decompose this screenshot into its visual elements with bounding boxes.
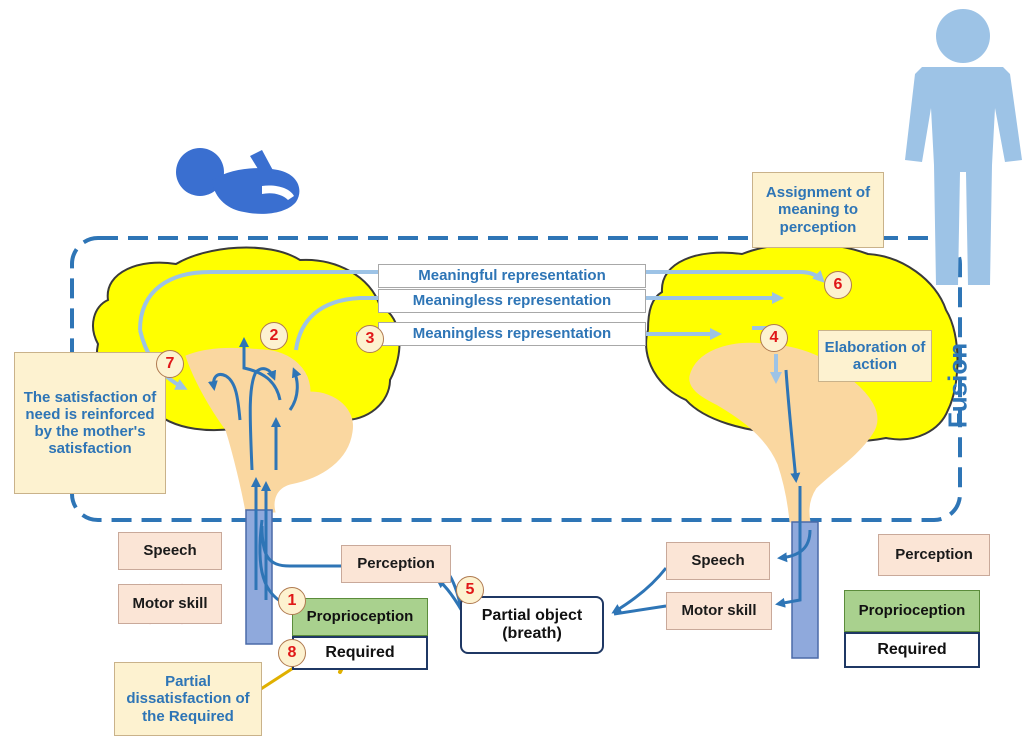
- satisfaction-note: The satisfaction of need is reinforced b…: [14, 352, 166, 494]
- assignment-of-meaning-note: Assignment of meaning to perception: [752, 172, 884, 248]
- elaboration-of-action-note: Elaboration of action: [818, 330, 932, 382]
- baby-figure-icon: [176, 148, 300, 214]
- right-speech-box: Speech: [666, 542, 770, 580]
- fusion-label: Fusion: [942, 342, 973, 429]
- right-required-box: Required: [844, 632, 980, 668]
- right-perception-box: Perception: [878, 534, 990, 576]
- step-marker-5: 5: [456, 576, 484, 604]
- step-marker-8: 8: [278, 639, 306, 667]
- dark-arrows-left: [207, 337, 468, 619]
- right-column: [791, 521, 819, 659]
- meaningless-representation-label-1: Meaningless representation: [378, 289, 646, 313]
- right-proprioception-box: Proprioception: [844, 590, 980, 632]
- right-brain: [645, 242, 959, 523]
- step-marker-3: 3: [356, 325, 384, 353]
- meaningful-representation-label: Meaningful representation: [378, 264, 646, 288]
- right-motor-skill-box: Motor skill: [666, 592, 772, 630]
- left-motor-skill-box: Motor skill: [118, 584, 222, 624]
- step-marker-1: 1: [278, 587, 306, 615]
- left-speech-box: Speech: [118, 532, 222, 570]
- step-marker-2: 2: [260, 322, 288, 350]
- adult-figure-icon: [905, 9, 1022, 285]
- partial-dissatisfaction-note: Partial dissatisfaction of the Required: [114, 662, 262, 736]
- dark-arrows-right: [611, 369, 812, 616]
- meaningless-representation-label-2: Meaningless representation: [378, 322, 646, 346]
- left-perception-box: Perception: [341, 545, 451, 583]
- left-proprioception-box: Proprioception: [292, 598, 428, 636]
- partial-object-box: Partial object (breath): [460, 596, 604, 654]
- step-marker-7: 7: [156, 350, 184, 378]
- step-marker-6: 6: [824, 271, 852, 299]
- step-marker-4: 4: [760, 324, 788, 352]
- left-column: [245, 509, 273, 645]
- left-required-box: Required: [292, 636, 428, 670]
